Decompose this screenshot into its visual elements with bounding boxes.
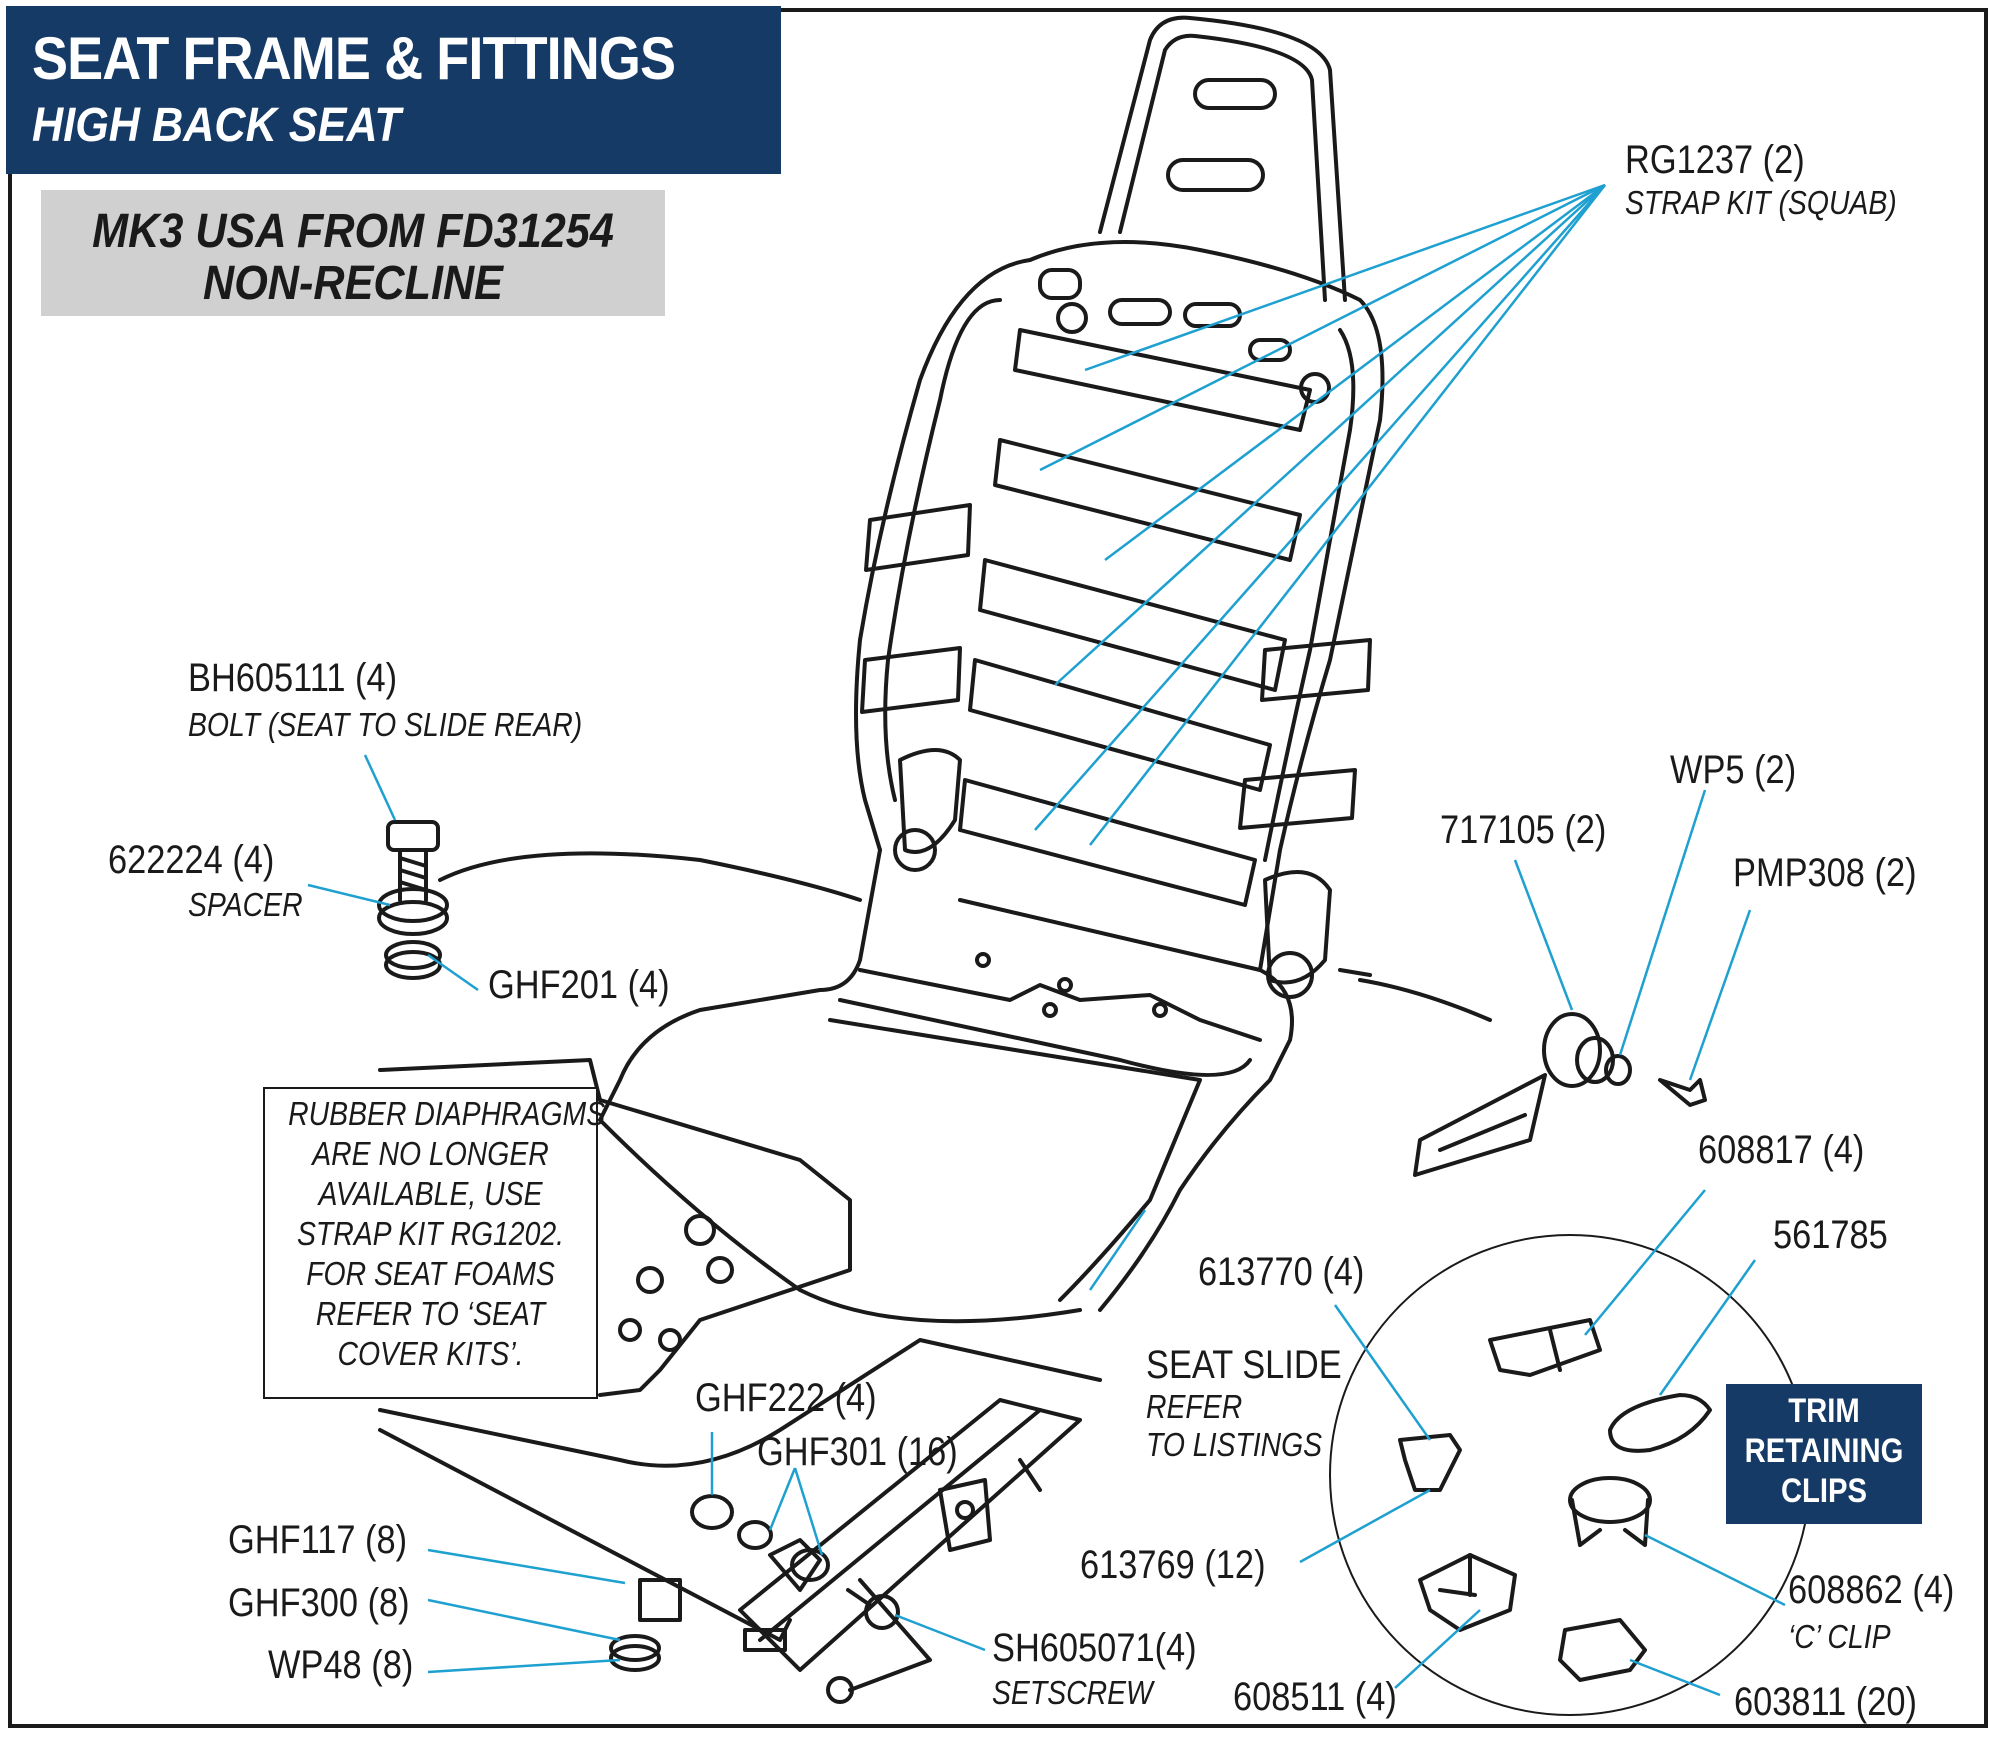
note-line: FOR SEAT FOAMS <box>306 1255 555 1292</box>
part-desc-seat-slide-1: REFER <box>1146 1388 1243 1425</box>
seat-base-right <box>958 898 1294 1312</box>
note-line: ARE NO LONGER <box>312 1135 549 1172</box>
title-box: SEAT FRAME & FITTINGS HIGH BACK SEAT <box>6 6 781 174</box>
part-label-608817: 608817 (4) <box>1698 1128 1865 1172</box>
seat-base-left <box>598 848 882 1122</box>
part-label-717105: 717105 (2) <box>1440 808 1607 852</box>
back-frame-right <box>1028 240 1385 972</box>
model-line-1: MK3 USA FROM FD31254 <box>92 205 614 258</box>
clips-panel-line: CLIPS <box>1780 1472 1868 1510</box>
part-label-ghf301: GHF301 (16) <box>757 1430 958 1474</box>
note-line: REFER TO ‘SEAT <box>315 1295 546 1332</box>
part-label-ghf300: GHF300 (8) <box>228 1581 410 1625</box>
part-label-seat-slide: SEAT SLIDE <box>1146 1343 1342 1387</box>
headrest-loop <box>1098 15 1347 302</box>
part-label-613770: 613770 (4) <box>1198 1250 1365 1294</box>
part-label-wp48: WP48 (8) <box>268 1643 414 1687</box>
trim-clips-panel: TRIM RETAINING CLIPS <box>1726 1384 1922 1524</box>
part-label-ghf222: GHF222 (4) <box>695 1376 877 1420</box>
part-label-sh605071: SH605071(4) <box>992 1626 1197 1670</box>
clips-panel-line: RETAINING <box>1744 1432 1904 1470</box>
note-line: AVAILABLE, USE <box>318 1175 543 1212</box>
part-label-608862: 608862 (4) <box>1788 1568 1955 1612</box>
diaphragm-note-box: RUBBER DIAPHRAGMS ARE NO LONGER AVAILABL… <box>263 1087 606 1399</box>
recline-lever <box>1413 1012 1707 1177</box>
part-label-622224: 622224 (4) <box>108 838 275 882</box>
part-desc-622224: SPACER <box>188 886 303 923</box>
part-label-ghf117: GHF117 (8) <box>228 1518 408 1562</box>
note-line: RUBBER DIAPHRAGMS <box>288 1095 606 1132</box>
part-label-wp5: WP5 (2) <box>1670 748 1797 792</box>
seat-pan <box>598 1098 852 1397</box>
diagram-border <box>8 8 1988 1728</box>
page-subtitle: HIGH BACK SEAT <box>32 99 401 152</box>
seat-slide-rail <box>378 1338 1102 1468</box>
bolt-stack-left <box>377 820 449 980</box>
part-label-bh605111: BH605111 (4) <box>188 656 398 700</box>
part-desc-bh605111: BOLT (SEAT TO SLIDE REAR) <box>188 706 583 743</box>
note-line: STRAP KIT RG1202. <box>296 1215 565 1252</box>
cable-left <box>438 851 862 902</box>
headrest-slot-lower <box>1166 158 1265 192</box>
part-label-613769: 613769 (12) <box>1080 1543 1266 1587</box>
pivot-left <box>898 748 962 854</box>
part-label-608511: 608511 (4) <box>1233 1675 1397 1719</box>
note-line: COVER KITS’. <box>337 1335 524 1372</box>
part-label-rg1237: RG1237 (2) <box>1625 138 1805 182</box>
model-line-2: NON-RECLINE <box>202 257 503 310</box>
part-label-603811: 603811 (20) <box>1734 1680 1917 1724</box>
model-box: MK3 USA FROM FD31254 NON-RECLINE <box>41 190 665 316</box>
part-label-561785: 561785 <box>1773 1213 1888 1257</box>
trim-clips-drawing <box>1398 1318 1712 1682</box>
leader-lines <box>307 183 1786 1697</box>
part-desc-seat-slide-2: TO LISTINGS <box>1146 1426 1323 1463</box>
part-desc-sh605071: SETSCREW <box>992 1674 1153 1711</box>
part-label-pmp308: PMP308 (2) <box>1733 851 1917 895</box>
hardware-slide <box>609 1494 900 1672</box>
headrest-slot-upper <box>1193 78 1277 110</box>
part-label-ghf201: GHF201 (4) <box>488 963 670 1007</box>
page-title: SEAT FRAME & FITTINGS <box>32 25 676 92</box>
clips-panel-line: TRIM <box>1788 1392 1860 1430</box>
part-desc-608862: ‘C’ CLIP <box>1788 1618 1891 1655</box>
back-frame-left <box>854 258 1032 852</box>
seat-straps <box>958 328 1312 907</box>
part-desc-rg1237: STRAP KIT (SQUAB) <box>1625 184 1897 221</box>
pivot-right <box>1263 870 1332 985</box>
